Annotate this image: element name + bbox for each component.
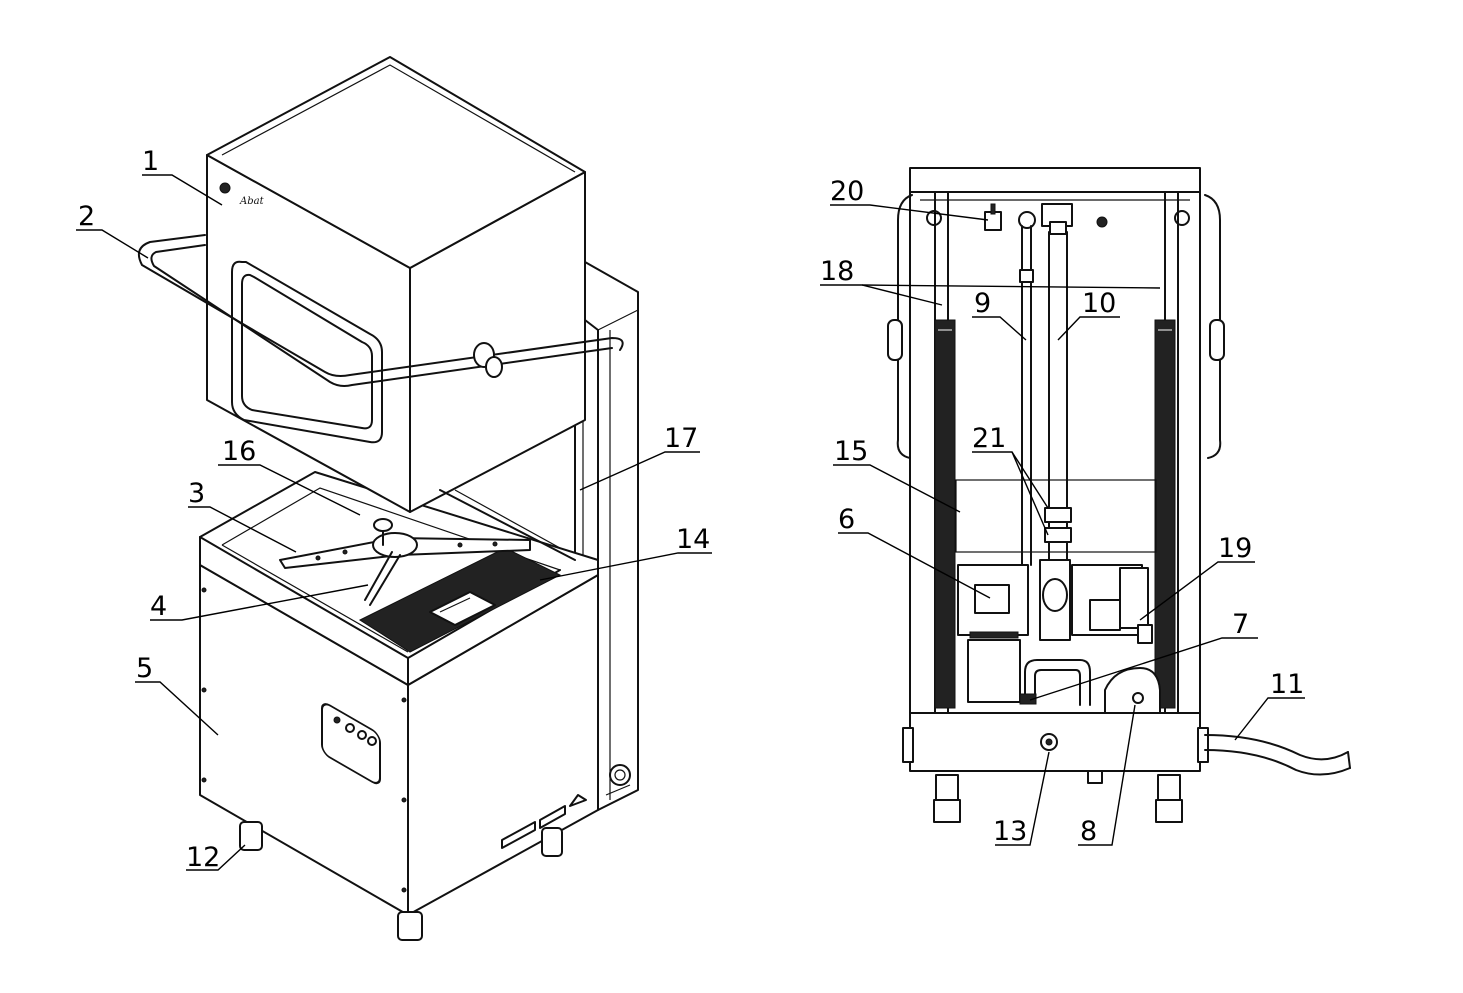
- lower-cabinet: [199, 471, 599, 941]
- label-19: 19: [1218, 533, 1252, 564]
- pipe-10: [1041, 203, 1073, 571]
- label-9: 9: [974, 288, 991, 319]
- label-18: 18: [820, 256, 854, 287]
- rear-view: [887, 167, 1351, 823]
- label-5: 5: [136, 653, 153, 684]
- springs: [934, 319, 1176, 709]
- label-1: 1: [142, 146, 159, 177]
- label-13: 13: [993, 816, 1027, 847]
- label-20: 20: [830, 176, 864, 207]
- hood: Abat: [206, 56, 586, 561]
- label-4: 4: [150, 591, 167, 622]
- pump-body: [1039, 559, 1153, 644]
- label-14: 14: [676, 524, 710, 555]
- svg-text:Abat: Abat: [239, 196, 265, 207]
- label-6: 6: [838, 504, 855, 535]
- handle: [137, 234, 624, 387]
- label-10: 10: [1082, 288, 1116, 319]
- pump-motor: [957, 564, 1029, 703]
- callout-labels: 1 2 3 4 5 6 7 8 9 10 11 12 13 14 15 16 1…: [78, 146, 1304, 873]
- label-15: 15: [834, 436, 868, 467]
- label-3: 3: [188, 478, 205, 509]
- label-12: 12: [186, 842, 220, 873]
- spray-arm: [279, 518, 531, 606]
- isometric-dishwasher: Abat: [137, 56, 639, 941]
- label-8: 8: [1080, 816, 1097, 847]
- label-21: 21: [972, 423, 1006, 454]
- filter-grid: [358, 547, 562, 653]
- label-7: 7: [1232, 609, 1249, 640]
- drain-pump: [1104, 667, 1161, 714]
- label-11: 11: [1270, 669, 1304, 700]
- hood-window: [231, 260, 383, 444]
- legs: [239, 821, 563, 941]
- label-2: 2: [78, 201, 95, 232]
- label-17: 17: [664, 423, 698, 454]
- control-panel: [321, 703, 381, 785]
- pipe-9: [1019, 225, 1034, 566]
- leader-lines: [76, 174, 1305, 871]
- label-16: 16: [222, 436, 256, 467]
